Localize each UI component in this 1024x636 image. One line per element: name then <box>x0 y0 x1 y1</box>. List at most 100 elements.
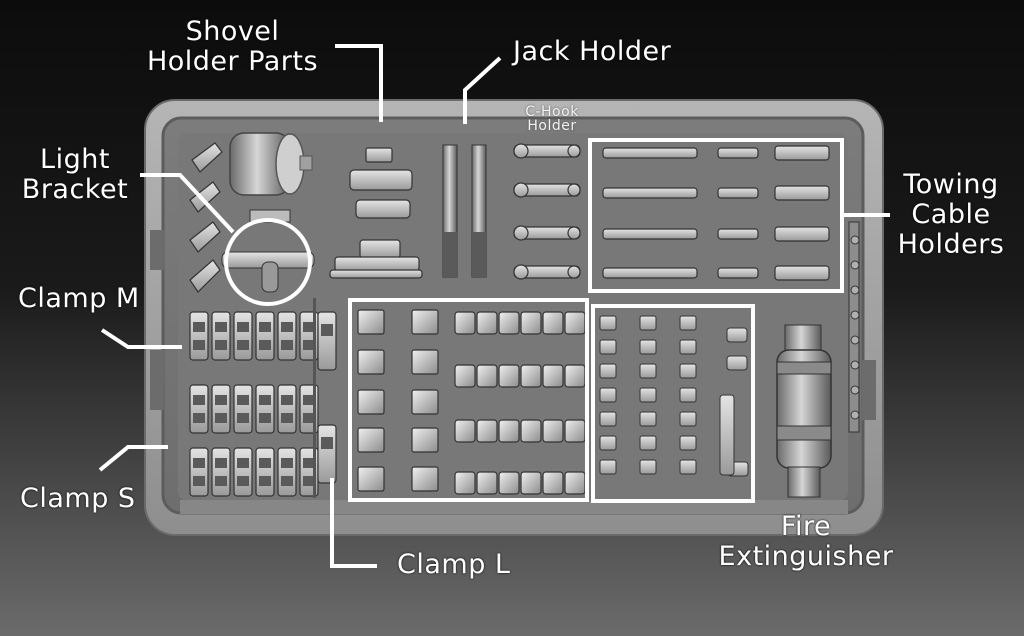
c-hook-line-2: Holder <box>527 118 577 134</box>
key-block <box>411 427 439 453</box>
light-bracket-leader <box>140 173 235 234</box>
c-hook-line-1: C-Hook <box>525 104 579 120</box>
key-block <box>476 364 498 388</box>
small-part <box>679 459 697 475</box>
small-part <box>679 363 697 379</box>
small-part <box>726 355 748 371</box>
key-block <box>520 311 542 335</box>
light-bracket-line-2: Bracket <box>21 174 129 205</box>
clamp-part <box>277 311 297 361</box>
key-block <box>411 389 439 415</box>
key-block <box>498 471 520 495</box>
clamp-l-part <box>317 311 337 371</box>
small-part <box>726 327 748 343</box>
clamp-part <box>189 311 209 361</box>
small-part <box>639 435 657 451</box>
small-parts-grid <box>599 315 749 477</box>
clamp-part <box>211 384 231 434</box>
small-part <box>679 435 697 451</box>
small-part <box>639 315 657 331</box>
key-block <box>520 364 542 388</box>
towing-line-2: Cable <box>911 199 991 230</box>
clamp-part <box>255 311 275 361</box>
key-block <box>498 419 520 443</box>
clamp-l-part <box>317 424 337 484</box>
key-block <box>498 311 520 335</box>
key-block <box>454 471 476 495</box>
towing-cable-holders <box>602 145 830 281</box>
small-part <box>599 339 617 355</box>
key-block <box>542 471 564 495</box>
clamp-part <box>233 384 253 434</box>
small-part <box>679 315 697 331</box>
clamp-s-leader <box>98 445 168 472</box>
key-blocks-box <box>348 298 589 502</box>
fire-line-2: Extinguisher <box>718 541 894 572</box>
key-block <box>357 466 385 492</box>
highlight-outlines <box>224 138 844 503</box>
key-block <box>542 419 564 443</box>
jack-leader <box>463 56 502 124</box>
key-block <box>411 309 439 335</box>
key-block <box>542 364 564 388</box>
clamp-m-label: Clamp M <box>18 283 140 314</box>
towing-line-1: Towing <box>903 169 999 200</box>
leader-lines <box>98 44 890 568</box>
shovel-holder-parts-label: Shovel Holder Parts <box>140 17 325 77</box>
small-part <box>639 363 657 379</box>
small-part <box>599 387 617 403</box>
clamp-part <box>255 384 275 434</box>
key-block <box>564 471 586 495</box>
clamp-l-leader <box>330 478 377 568</box>
light-bracket-line-1: Light <box>40 144 110 175</box>
clamp-part <box>189 447 209 497</box>
small-part <box>639 459 657 475</box>
shovel-label-line-2: Holder Parts <box>146 46 319 77</box>
key-block <box>476 311 498 335</box>
light-bracket-circle <box>224 218 312 306</box>
clamp-l-label: Clamp L <box>397 549 511 580</box>
jack-holder-label: Jack Holder <box>513 36 672 67</box>
c-hook-holder-label: C-Hook Holder <box>520 105 584 133</box>
small-part <box>639 387 657 403</box>
small-part <box>639 339 657 355</box>
key-block <box>498 364 520 388</box>
key-block <box>564 419 586 443</box>
key-block <box>476 471 498 495</box>
key-block <box>520 419 542 443</box>
fire-extinguisher-label: Fire Extinguisher <box>718 512 894 572</box>
key-block <box>357 309 385 335</box>
c-hook-holders <box>513 143 581 280</box>
clamp-part <box>255 447 275 497</box>
key-blocks <box>357 309 586 495</box>
clamp-part <box>233 311 253 361</box>
clamp-part <box>277 384 297 434</box>
small-part <box>599 315 617 331</box>
small-part <box>599 411 617 427</box>
small-part <box>599 363 617 379</box>
motor-part <box>229 132 313 196</box>
key-block <box>564 364 586 388</box>
key-block <box>357 349 385 375</box>
light-bracket-label: Light Bracket <box>20 145 130 205</box>
small-part <box>599 459 617 475</box>
small-part <box>599 435 617 451</box>
clamp-m-leader <box>100 328 182 349</box>
small-part <box>679 387 697 403</box>
long-part <box>719 394 735 476</box>
clamp-part <box>277 447 297 497</box>
clamp-part <box>211 447 231 497</box>
small-part <box>639 411 657 427</box>
towing-cable-holders-label: Towing Cable Holders <box>893 170 1009 260</box>
clamps <box>189 298 337 498</box>
small-part <box>679 411 697 427</box>
key-block <box>357 389 385 415</box>
small-parts-box <box>591 304 755 503</box>
side-chain <box>848 221 860 433</box>
fire-extinguisher-part <box>776 324 832 498</box>
key-block <box>411 466 439 492</box>
fire-line-1: Fire <box>780 511 832 542</box>
jack-holder-parts <box>442 144 487 278</box>
clamp-rod <box>313 298 316 498</box>
